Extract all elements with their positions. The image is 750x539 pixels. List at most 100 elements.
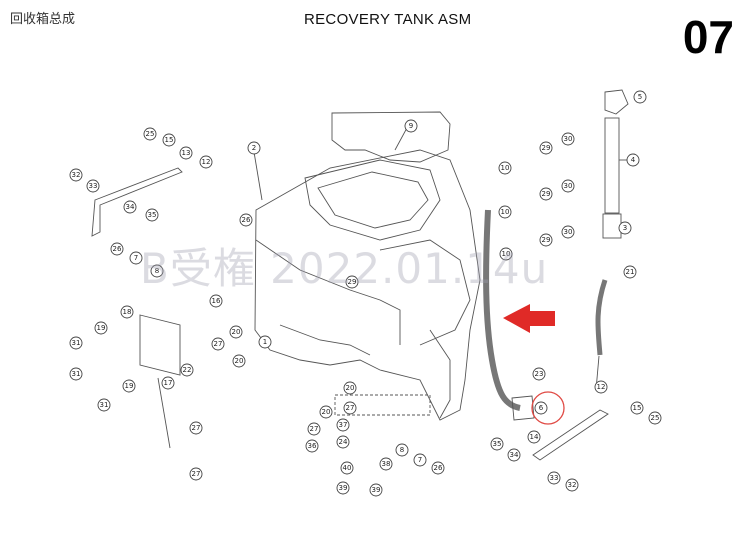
page-title-cn: 回收箱总成: [10, 12, 76, 27]
callout-26c: 26: [431, 461, 445, 475]
callout-8b: 8: [395, 443, 409, 457]
svg-text:20: 20: [346, 384, 355, 392]
callout-3: 3: [618, 221, 632, 235]
svg-text:12: 12: [202, 158, 211, 166]
svg-text:19: 19: [97, 324, 106, 332]
svg-text:2: 2: [252, 144, 256, 152]
svg-text:27: 27: [310, 425, 319, 433]
callout-21: 21: [623, 265, 637, 279]
callout-9: 9: [404, 119, 418, 133]
svg-text:29: 29: [348, 278, 357, 286]
svg-text:18: 18: [123, 308, 132, 316]
svg-text:30: 30: [564, 135, 573, 143]
svg-text:9: 9: [409, 122, 413, 130]
bracket-13: [91, 167, 183, 237]
svg-text:32: 32: [568, 481, 577, 489]
svg-text:14: 14: [530, 433, 539, 441]
rod-15: [532, 409, 609, 461]
svg-text:27: 27: [346, 404, 355, 412]
svg-text:7: 7: [134, 254, 138, 262]
svg-text:39: 39: [372, 486, 381, 494]
svg-text:29: 29: [542, 190, 551, 198]
callout-39b: 39: [369, 483, 383, 497]
callout-19b: 19: [122, 379, 136, 393]
callout-4: 4: [626, 153, 640, 167]
svg-text:17: 17: [164, 379, 173, 387]
suction-hose: [483, 209, 521, 411]
svg-text:31: 31: [72, 339, 81, 347]
callout-25b: 25: [648, 411, 662, 425]
tank-side-panel: [255, 239, 401, 345]
callout-37: 37: [336, 418, 350, 432]
svg-text:37: 37: [339, 421, 348, 429]
svg-text:4: 4: [631, 156, 636, 164]
callout-30b: 30: [561, 179, 575, 193]
svg-text:24: 24: [339, 438, 348, 446]
svg-text:39: 39: [339, 484, 348, 492]
fitting-3: [602, 213, 622, 239]
callout-20d: 20: [319, 405, 333, 419]
svg-text:33: 33: [89, 182, 98, 190]
callout-29a: 29: [539, 141, 553, 155]
callout-31c: 31: [97, 398, 111, 412]
callout-33b: 33: [547, 471, 561, 485]
callout-10c: 10: [499, 247, 513, 261]
callout-22: 22: [180, 363, 194, 377]
callout-5: 5: [633, 90, 647, 104]
callout-30c: 30: [561, 225, 575, 239]
callout-20a: 20: [229, 325, 243, 339]
page-number: 07: [682, 11, 734, 63]
callout-35b: 35: [490, 437, 504, 451]
callout-24: 24: [336, 435, 350, 449]
callout-12b: 12: [594, 380, 608, 394]
callout-39: 39: [336, 481, 350, 495]
callout-29c: 29: [539, 233, 553, 247]
svg-text:34: 34: [510, 451, 519, 459]
svg-text:21: 21: [626, 268, 635, 276]
callout-23: 23: [532, 367, 546, 381]
callout-34a: 34: [123, 200, 137, 214]
highlight-circle: [531, 391, 565, 425]
standpipe-4: [604, 117, 620, 214]
callout-25a: 25: [143, 127, 157, 141]
svg-text:3: 3: [623, 224, 627, 232]
svg-text:38: 38: [382, 460, 391, 468]
svg-text:31: 31: [100, 401, 109, 409]
svg-text:36: 36: [308, 442, 317, 450]
callout-27d: 27: [343, 401, 357, 415]
svg-text:16: 16: [212, 297, 221, 305]
svg-text:32: 32: [72, 171, 81, 179]
svg-text:15: 15: [633, 404, 642, 412]
svg-text:22: 22: [183, 366, 192, 374]
callout-36: 36: [305, 439, 319, 453]
callout-29d: 29: [345, 275, 359, 289]
svg-text:5: 5: [638, 93, 642, 101]
callout-12a: 12: [199, 155, 213, 169]
callout-7b: 7: [413, 453, 427, 467]
svg-text:25: 25: [146, 130, 155, 138]
hose-cuff-6: [511, 395, 535, 421]
page-title: RECOVERY TANK ASM: [304, 11, 472, 28]
svg-text:29: 29: [542, 236, 551, 244]
callout-group: 1 2 3 4 5 6 7 7 8 8 9 10 10 10 12 12 13 …: [69, 90, 662, 497]
callout-27e: 27: [307, 422, 321, 436]
svg-text:10: 10: [501, 208, 510, 216]
callout-31b: 31: [69, 367, 83, 381]
svg-text:7: 7: [418, 456, 422, 464]
callout-19a: 19: [94, 321, 108, 335]
callout-14: 14: [527, 430, 541, 444]
tank-bottom-contour-2: [279, 324, 371, 356]
svg-text:30: 30: [564, 228, 573, 236]
svg-text:31: 31: [72, 370, 81, 378]
svg-text:6: 6: [539, 404, 544, 412]
svg-text:26: 26: [242, 216, 251, 224]
callout-20c: 20: [343, 381, 357, 395]
svg-text:8: 8: [155, 267, 159, 275]
callout-29b: 29: [539, 187, 553, 201]
direction-arrow: [503, 304, 555, 333]
callout-13: 13: [179, 146, 193, 160]
callout-18: 18: [120, 305, 134, 319]
svg-text:20: 20: [232, 328, 241, 336]
svg-text:35: 35: [493, 440, 502, 448]
svg-text:35: 35: [148, 211, 157, 219]
